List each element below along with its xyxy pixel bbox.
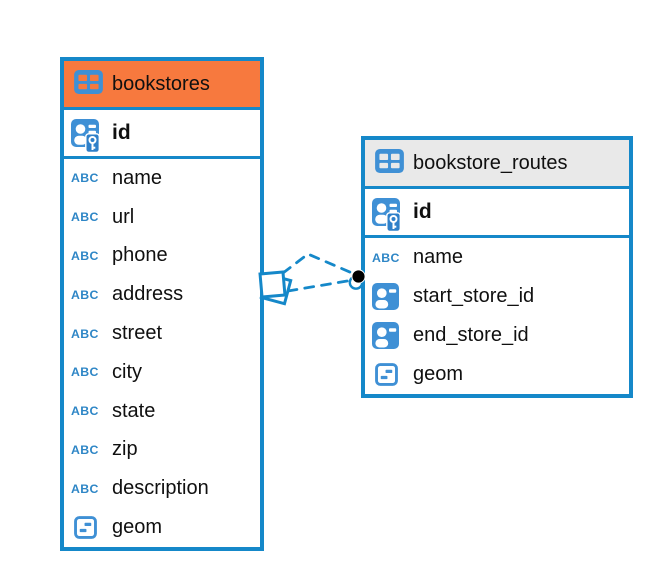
connector-line-bent[interactable] [281, 252, 354, 275]
field-row[interactable]: geom [64, 508, 260, 547]
column-name: end_store_id [413, 324, 529, 346]
field-row[interactable]: name [365, 238, 629, 277]
many-end-marker[interactable] [258, 270, 293, 306]
field-row[interactable]: zip [64, 431, 260, 470]
field-row[interactable]: geom [365, 355, 629, 394]
column-name: street [112, 322, 163, 345]
connector-line[interactable] [286, 278, 355, 293]
table-icon [74, 70, 103, 99]
column-name: name [112, 166, 163, 189]
field-row[interactable]: address [64, 275, 260, 314]
field-row[interactable]: url [64, 198, 260, 237]
column-name: url [112, 205, 135, 228]
entity-table-bookstore-routes[interactable]: bookstore_routes id name start_store_id … [361, 136, 633, 398]
geometry-type-icon [372, 363, 405, 386]
text-type-icon [71, 482, 104, 496]
column-name: phone [112, 244, 168, 267]
field-row[interactable]: phone [64, 237, 260, 276]
field-row[interactable]: name [64, 159, 260, 198]
text-type-icon [71, 443, 104, 457]
text-type-icon [71, 288, 104, 302]
column-name: id [413, 200, 432, 223]
text-type-icon [71, 404, 104, 418]
text-type-icon [71, 249, 104, 263]
column-name: zip [112, 438, 138, 461]
column-name: id [112, 121, 131, 144]
foreign-key-icon [372, 283, 405, 310]
field-row[interactable]: state [64, 392, 260, 431]
fields-list: name url phone address street city [64, 159, 260, 547]
foreign-key-icon [372, 322, 405, 349]
primary-key-row[interactable]: id [64, 110, 260, 159]
text-type-icon [71, 210, 104, 224]
column-name: address [112, 283, 184, 306]
field-row[interactable]: end_store_id [365, 316, 629, 355]
primary-key-icon [372, 198, 405, 227]
field-row[interactable]: description [64, 469, 260, 508]
column-name: description [112, 477, 209, 500]
column-name: name [413, 246, 464, 268]
field-row[interactable]: start_store_id [365, 277, 629, 316]
fields-list: name start_store_id end_store_id geom [365, 238, 629, 394]
text-type-icon [71, 327, 104, 341]
text-type-icon [372, 251, 405, 265]
table-name: bookstores [112, 72, 210, 95]
table-header-bookstores[interactable]: bookstores [64, 61, 260, 110]
field-row[interactable]: city [64, 353, 260, 392]
entity-table-bookstores[interactable]: bookstores id name url phone addre [60, 57, 264, 551]
field-row[interactable]: street [64, 314, 260, 353]
column-name: geom [112, 516, 163, 539]
primary-key-icon [71, 119, 104, 148]
text-type-icon [71, 171, 104, 185]
geometry-type-icon [71, 516, 104, 539]
table-name: bookstore_routes [413, 151, 568, 174]
table-icon [375, 149, 404, 178]
column-name: geom [413, 363, 464, 385]
primary-key-row[interactable]: id [365, 189, 629, 238]
table-header-bookstore-routes[interactable]: bookstore_routes [365, 140, 629, 189]
column-name: start_store_id [413, 285, 535, 307]
column-name: city [112, 360, 142, 383]
column-name: state [112, 399, 156, 422]
text-type-icon [71, 365, 104, 379]
